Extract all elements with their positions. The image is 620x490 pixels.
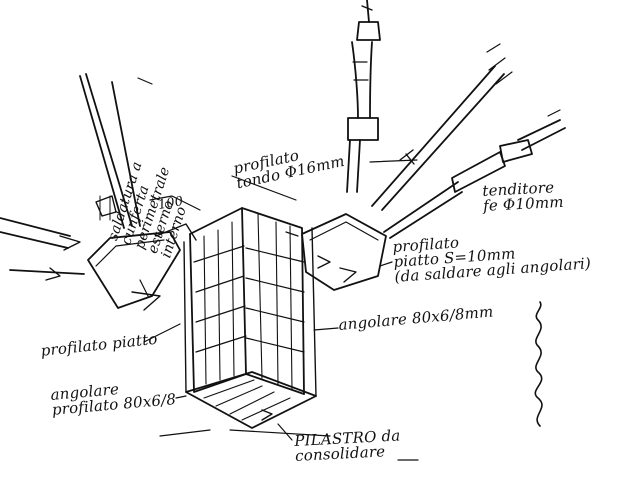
diagonal-rod-top-right	[369, 65, 505, 211]
leader-lines	[143, 175, 393, 441]
top-tie-rod	[346, 0, 513, 193]
tenditore-rod	[383, 109, 566, 239]
left-plate	[9, 195, 201, 311]
label-pilastro: PILASTRO da consolidare	[294, 426, 402, 465]
signature-mark	[534, 301, 543, 427]
tenditore-line-2: fe Φ10mm	[482, 192, 565, 215]
label-tenditore: tenditore fe Φ10mm	[482, 178, 565, 215]
pillar-base	[159, 371, 419, 461]
pillar	[183, 207, 317, 397]
left-welded-rods	[0, 73, 153, 251]
right-plate	[285, 213, 387, 291]
